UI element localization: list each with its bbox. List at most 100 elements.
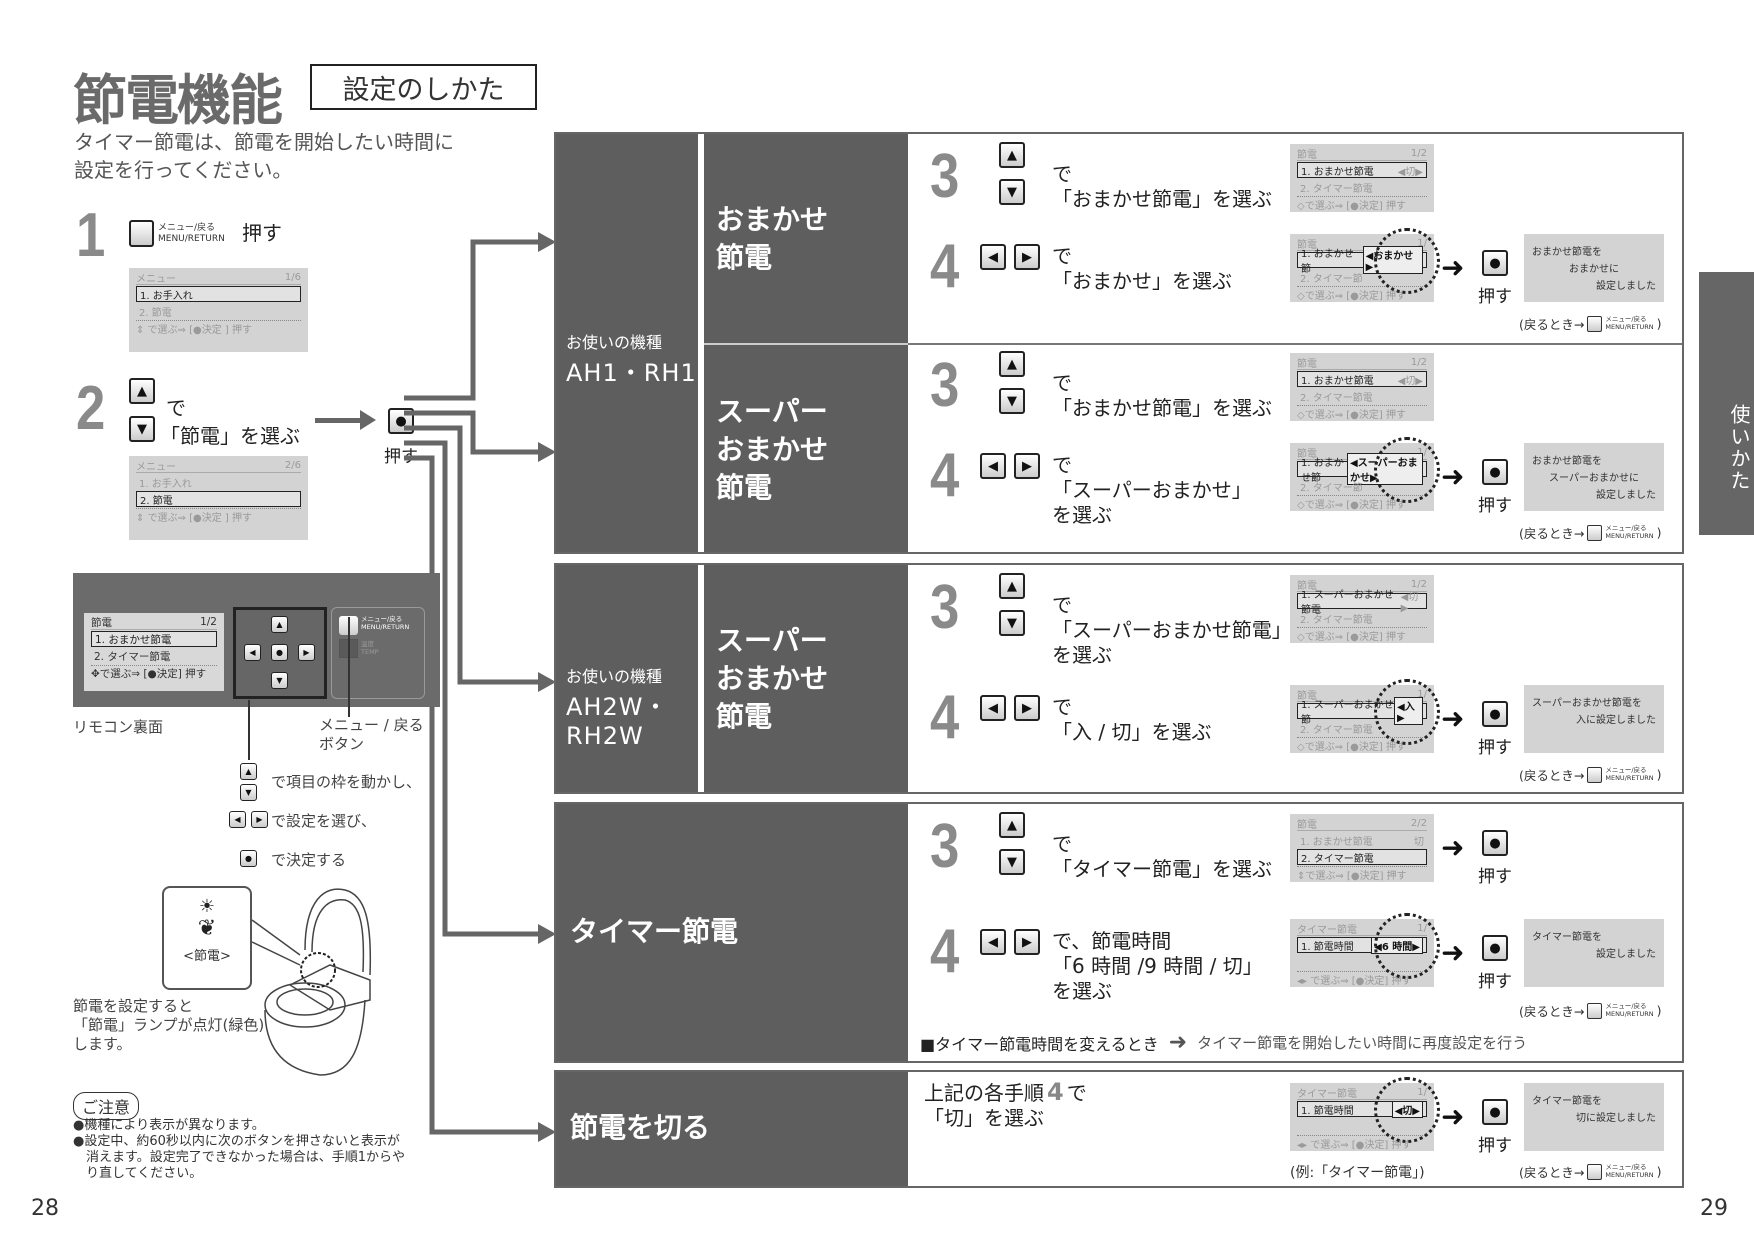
result-line: タイマー節電を — [1532, 1096, 1602, 1107]
connector-line — [404, 239, 540, 401]
mode-name: スーパーおまかせ節電 — [716, 393, 828, 507]
highlight-circle — [1374, 679, 1440, 745]
lcd-footer: ⇕で選ぶ⇒ [●決定] 押す — [1297, 866, 1427, 882]
remote-enter-key[interactable]: ● — [271, 644, 288, 661]
arrow-head-icon — [538, 924, 556, 944]
lcd-row-text: 1. お手入れ — [139, 478, 192, 490]
left-key-icon: ◀ — [980, 453, 1006, 479]
lcd-row-text: 1. おまかせ節 — [1301, 458, 1344, 484]
remote-down-key[interactable]: ▼ — [271, 672, 288, 689]
remote-up-key[interactable]: ▲ — [271, 616, 288, 633]
lcd-footer: ◇で選ぶ⇒ [●決定] 押す — [1297, 405, 1427, 421]
leaf-icon: ❦ — [197, 916, 217, 941]
instruction-line: で — [1052, 162, 1072, 186]
intro-text: タイマー節電は、節電を開始したい時間に 設定を行ってください。 — [74, 128, 454, 184]
mode-title: 節電を切る — [570, 1111, 711, 1144]
lcd-footer: ◇で選ぶ⇒ [●決定] 押す — [1297, 627, 1427, 643]
lcd-page: 2/2 — [1410, 817, 1427, 829]
step-2-number: 2 — [76, 374, 106, 443]
return-note-suffix: ) — [1656, 767, 1662, 782]
model-name: AH2W・RH2W — [566, 693, 669, 750]
lcd-row-text: 1. お手入れ — [140, 290, 193, 302]
step-2-text: 「節電」を選ぶ — [160, 424, 300, 448]
mode-name-line: 節電 — [716, 699, 773, 733]
arrow-right-icon: ➜ — [1441, 831, 1465, 864]
legend-updown-text: で項目の枠を動かし、 — [271, 773, 422, 791]
lcd-title: 節電 — [1297, 448, 1317, 460]
lcd-page: 1/2 — [1410, 578, 1427, 590]
instruction-line: 「タイマー節電」を選ぶ — [1052, 857, 1272, 881]
up-key-icon: ▲ — [240, 763, 257, 780]
step-number: 3 — [930, 573, 960, 642]
enter-key-icon[interactable]: ● — [1482, 459, 1508, 485]
remote-right-key[interactable]: ▶ — [298, 644, 315, 661]
return-note-prefix: (戻るとき→ — [1519, 317, 1585, 332]
lcd-row: 1. スーパーおまかせ節電◀切▶ — [1297, 590, 1427, 616]
arrow-right-icon: ➜ — [1441, 702, 1465, 735]
arrow-right-icon: ➜ — [1441, 460, 1465, 493]
instruction-line: 「スーパーおまかせ」 — [1052, 478, 1252, 502]
step-2-de: で — [166, 396, 186, 420]
menu-return-key-icon — [1587, 766, 1603, 783]
enter-key-icon[interactable]: ● — [1482, 935, 1508, 961]
lcd-row-value: 切 — [1414, 836, 1424, 848]
right-key-icon: ▶ — [251, 811, 268, 828]
step-instruction: で「タイマー節電」を選ぶ — [1052, 832, 1272, 882]
arrow-line — [315, 418, 365, 423]
highlight-circle — [1374, 1077, 1440, 1143]
menu-label-en: MENU/RETURN — [1605, 322, 1654, 331]
menu-return-button-icon — [129, 220, 154, 247]
highlight-circle — [1374, 228, 1440, 294]
section-tab[interactable]: 使いかた — [1699, 272, 1754, 535]
lcd-row: 2. 節電 — [136, 491, 301, 507]
arrow-head-icon — [538, 232, 556, 252]
lcd-title: 節電 — [91, 616, 112, 629]
lcd-row-value: ◀切▶ — [1400, 592, 1419, 614]
mode-name-line: スーパー — [716, 623, 828, 657]
lcd-row-text: 1. おまかせ節電 — [95, 633, 172, 646]
enter-key-icon[interactable]: ● — [1482, 1099, 1508, 1125]
instruction-pre: 上記の各手順 — [924, 1081, 1044, 1105]
press-label: 押す — [1478, 738, 1512, 758]
step-number: 3 — [930, 351, 960, 420]
lcd-row: 1. おまかせ節電◀切▶ — [1297, 371, 1427, 387]
press-label: 押す — [1478, 1136, 1512, 1156]
menu-return-key-icon — [1587, 315, 1603, 332]
note-item: 消えます。設定完了できなかった場合は、手順1からや — [73, 1150, 405, 1165]
enter-key-icon[interactable]: ● — [1482, 701, 1508, 727]
lcd-page: 1/2 — [1410, 356, 1427, 368]
enter-key-icon[interactable]: ● — [1482, 830, 1508, 856]
lamp-label: <節電> — [183, 949, 231, 964]
enter-key-icon[interactable]: ● — [1482, 250, 1508, 276]
lcd-title: タイマー節電 — [1297, 924, 1357, 936]
instruction-post: で — [1066, 1081, 1087, 1105]
instruction-line: で — [1052, 832, 1072, 856]
result-line: スーパーおまかせ節電を — [1532, 698, 1642, 709]
enter-key-icon: ● — [240, 850, 257, 867]
lcd-footer: ⇕ で選ぶ⇒ [●決定 ] 押す — [136, 508, 301, 524]
arrow-head-icon — [538, 1122, 556, 1142]
result-screen: タイマー節電を設定しました — [1524, 919, 1664, 987]
remote-left-key[interactable]: ◀ — [244, 644, 261, 661]
result-screen: タイマー節電を切に設定しました — [1524, 1083, 1664, 1151]
return-note-prefix: (戻るとき→ — [1519, 768, 1585, 783]
press-label: 押す — [1478, 972, 1512, 992]
lcd-title: 節電 — [1297, 149, 1317, 161]
step-1-number: 1 — [76, 201, 106, 270]
return-note-suffix: ) — [1656, 1164, 1662, 1179]
connector-line — [404, 440, 540, 937]
step-number: 4 — [930, 917, 960, 986]
down-key-icon: ▼ — [999, 388, 1025, 414]
left-key-icon: ◀ — [980, 244, 1006, 270]
